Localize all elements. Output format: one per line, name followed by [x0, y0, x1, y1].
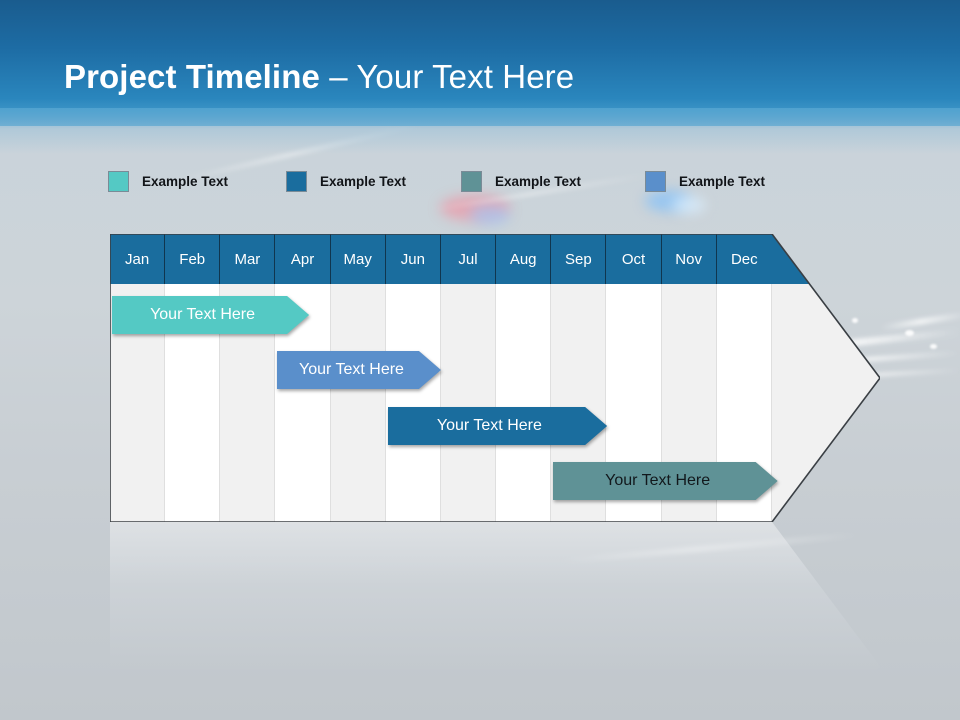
legend-label: Example Text: [679, 173, 766, 189]
task-bar[interactable]: Your Text Here: [387, 407, 607, 445]
title-banner: [0, 0, 960, 126]
legend-item[interactable]: Example Text: [645, 168, 765, 194]
month-header-cell-nov[interactable]: Nov: [661, 234, 717, 284]
legend-label: Example Text: [320, 173, 407, 189]
month-header-cell-jan[interactable]: Jan: [110, 234, 166, 284]
month-header-cell-jul[interactable]: Jul: [440, 234, 497, 284]
month-header-cell-may[interactable]: May: [330, 234, 386, 284]
month-header-cell-jun[interactable]: Jun: [385, 234, 441, 284]
legend-item[interactable]: Example Text: [461, 168, 581, 194]
month-header-cell-sep[interactable]: Sep: [551, 234, 607, 284]
legend-swatch-icon: [461, 170, 482, 192]
task-bar-label: Your Text Here: [298, 361, 404, 378]
task-bar-label: Your Text Here: [605, 472, 711, 489]
month-header-cell-mar[interactable]: Mar: [220, 234, 276, 284]
legend-label: Example Text: [495, 173, 582, 189]
legend-label: Example Text: [142, 173, 229, 189]
legend-swatch-icon: [286, 170, 307, 192]
page-title-rest: Your Text Here: [356, 58, 575, 95]
page-title-bold: Project Timeline: [64, 58, 320, 95]
legend: Example Text Example Text Example Text Exam…: [108, 168, 828, 196]
legend-item[interactable]: Example Text: [286, 168, 406, 194]
month-header-cell-oct[interactable]: Oct: [606, 234, 662, 284]
task-bar-label: Your Text Here: [150, 306, 256, 323]
page-title-separator: –: [319, 58, 357, 95]
legend-swatch-icon: [108, 170, 129, 192]
legend-item[interactable]: Example Text: [108, 168, 228, 194]
task-bar[interactable]: Your Text Here: [112, 296, 310, 334]
legend-swatch-icon: [645, 170, 666, 192]
task-bar[interactable]: Your Text Here: [553, 462, 778, 500]
month-header-cell-apr[interactable]: Apr: [275, 234, 331, 284]
month-header-cell-feb[interactable]: Feb: [165, 234, 221, 284]
page-title: Project Timeline – Your Text Here: [64, 58, 574, 96]
task-bar[interactable]: Your Text Here: [277, 351, 442, 389]
banner-fade: [0, 108, 960, 154]
month-header-cell-dec[interactable]: Dec: [716, 234, 772, 284]
task-bar-label: Your Text Here: [436, 417, 542, 434]
month-header-cell-aug[interactable]: Aug: [496, 234, 552, 284]
